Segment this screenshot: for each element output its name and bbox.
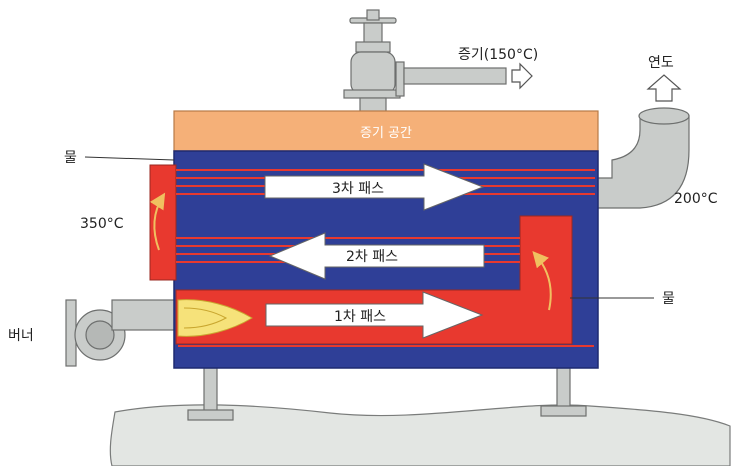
ground — [109, 404, 731, 466]
flue-chimney — [596, 107, 690, 209]
burner-unit — [65, 299, 179, 367]
rear-flow-arrow — [149, 192, 166, 251]
burner-label: 버너 — [8, 328, 34, 344]
temp-label-right: 200°C — [674, 191, 718, 207]
steam-label: 증기(150°C) — [458, 47, 538, 63]
flue-label: 연도 — [648, 55, 674, 71]
pass-3-label: 3차 패스 — [332, 181, 384, 197]
pass-2-label: 2차 패스 — [346, 249, 398, 265]
water-label-right: 물 — [662, 291, 675, 307]
pass-2-arrow — [268, 232, 485, 280]
support-legs — [187, 367, 587, 421]
front-flow-arrow — [532, 250, 552, 311]
steam-space-label: 증기 공간 — [360, 126, 412, 141]
pass-3-arrow — [264, 163, 485, 211]
steam-pipe — [403, 67, 507, 85]
pass-1-arrow — [265, 291, 484, 339]
steam-valve — [343, 9, 405, 113]
steam-arrow — [511, 62, 533, 90]
temp-label-left: 350°C — [80, 216, 124, 232]
flue-arrow — [646, 74, 682, 102]
pass-1-label: 1차 패스 — [334, 309, 386, 325]
water-label-top: 물 — [64, 150, 77, 166]
